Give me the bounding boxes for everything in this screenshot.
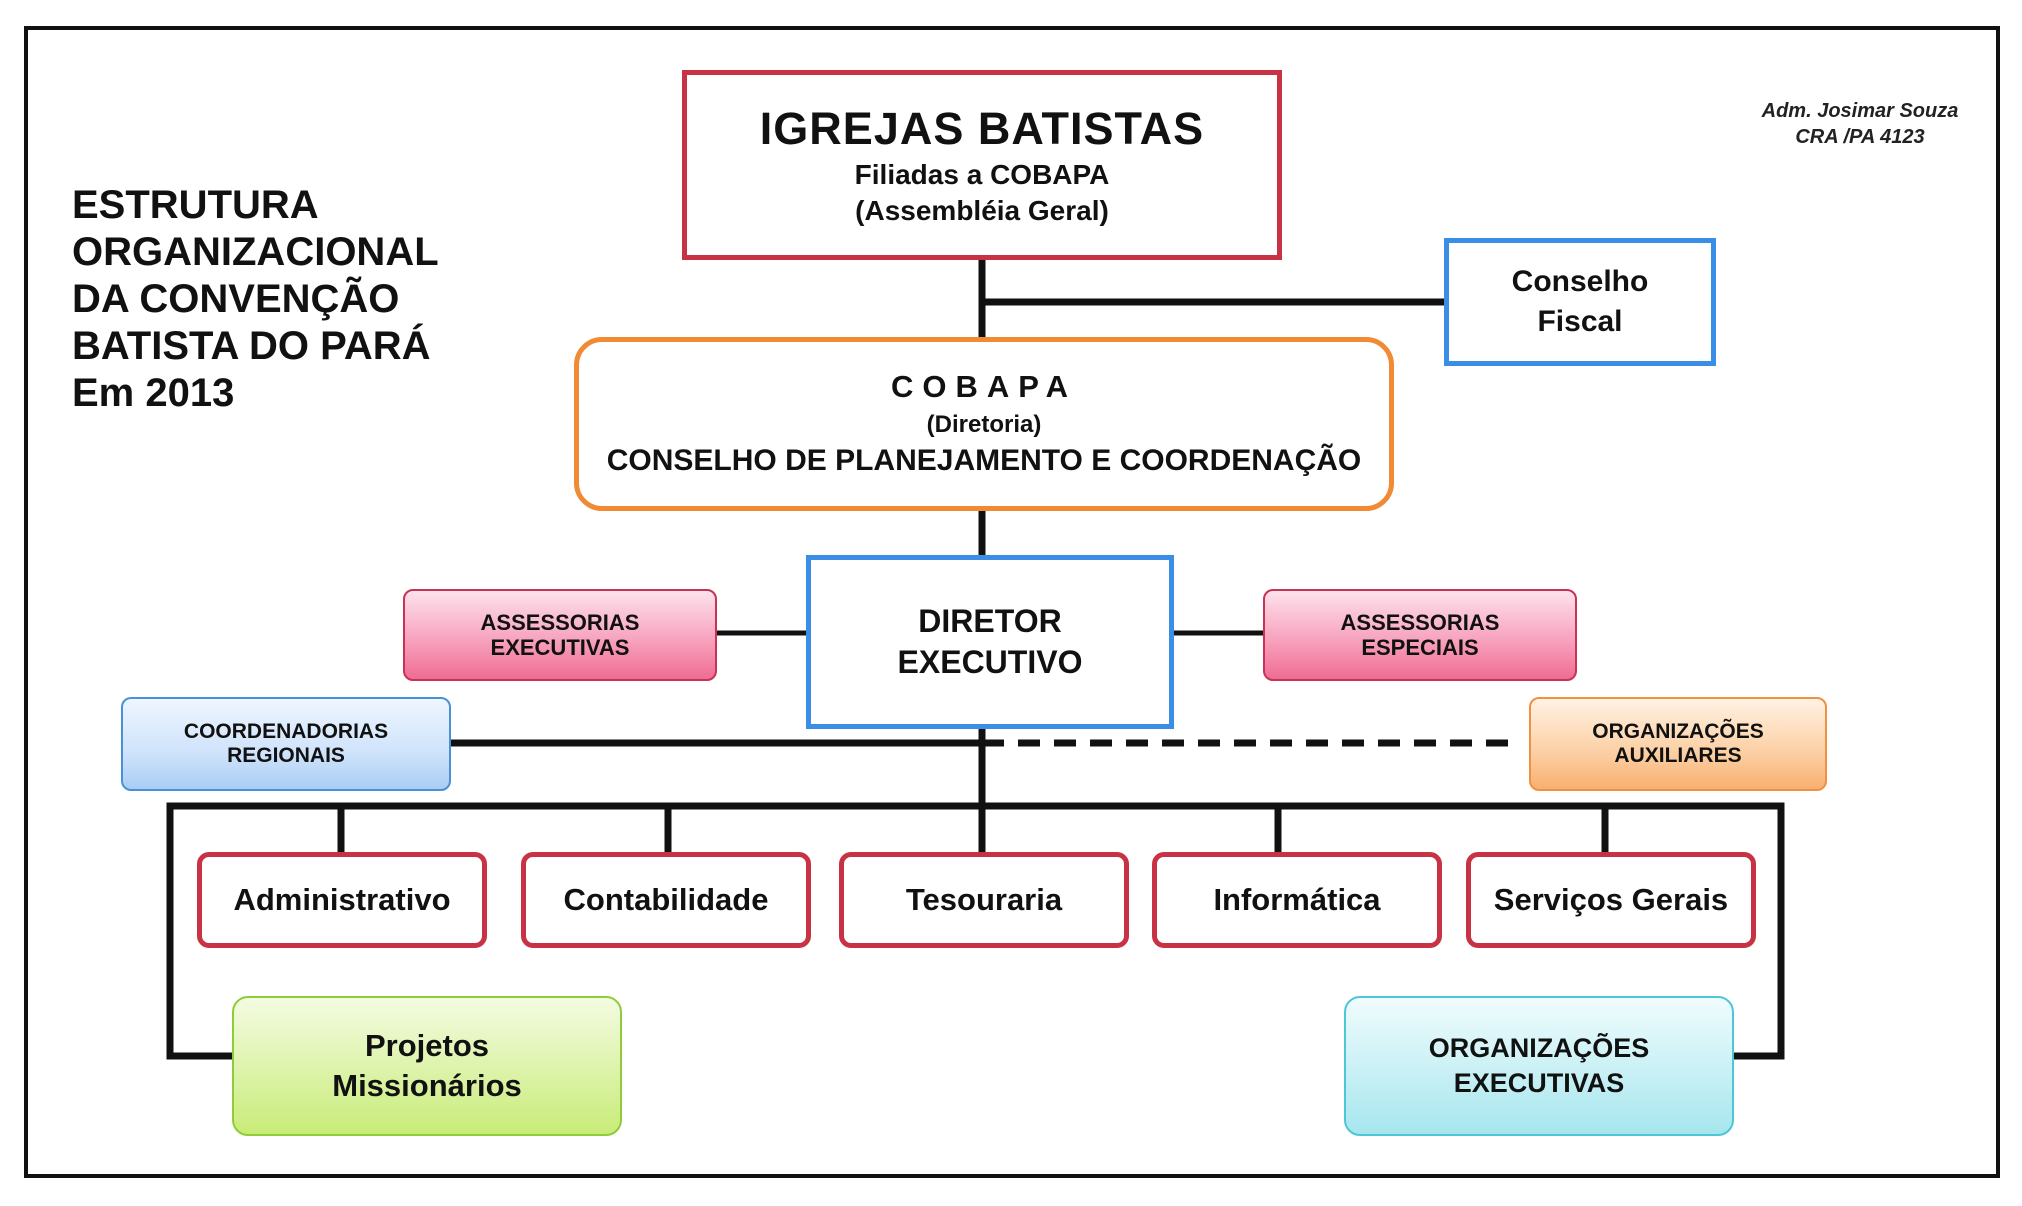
- node-label: REGIONAIS: [227, 744, 345, 767]
- node-label: ORGANIZAÇÕES: [1592, 719, 1764, 743]
- outer-frame: [24, 26, 2000, 1178]
- node-label: ORGANIZAÇÕES: [1428, 1032, 1650, 1063]
- node-cobapa: COBAPA (Diretoria) CONSELHO DE PLANEJAME…: [574, 337, 1394, 511]
- node-organizacoes-executivas: ORGANIZAÇÕES EXECUTIVAS: [1344, 996, 1734, 1136]
- node-projetos-missionarios: Projetos Missionários: [232, 996, 622, 1136]
- node-label: Administrativo: [233, 882, 451, 918]
- node-title: COBAPA: [890, 369, 1078, 405]
- node-label: EXECUTIVAS: [1453, 1068, 1625, 1098]
- node-label: ASSESSORIAS: [1340, 609, 1500, 635]
- node-conselho-fiscal: Conselho Fiscal: [1444, 238, 1716, 366]
- node-label: Missionários: [332, 1068, 522, 1103]
- title-line: ORGANIZACIONAL: [72, 230, 439, 274]
- node-assessorias-especiais: ASSESSORIAS ESPECIAIS: [1263, 589, 1577, 681]
- title-line: DA CONVENÇÃO: [72, 277, 400, 321]
- node-subtitle: CONSELHO DE PLANEJAMENTO E COORDENAÇÃO: [606, 444, 1362, 478]
- node-label: ASSESSORIAS: [480, 609, 640, 635]
- node-label: Serviços Gerais: [1493, 882, 1729, 918]
- node-label: EXECUTIVO: [897, 644, 1083, 680]
- node-tesouraria: Tesouraria: [839, 852, 1129, 948]
- title-line: Em 2013: [72, 371, 235, 415]
- node-administrativo: Administrativo: [197, 852, 487, 948]
- node-organizacoes-auxiliares: ORGANIZAÇÕES AUXILIARES: [1529, 697, 1827, 791]
- node-title: IGREJAS BATISTAS: [759, 102, 1205, 154]
- title-line: ESTRUTURA: [72, 183, 319, 227]
- node-label: Projetos: [364, 1028, 490, 1064]
- node-informatica: Informática: [1152, 852, 1442, 948]
- node-igrejas-batistas: IGREJAS BATISTAS Filiadas a COBAPA (Asse…: [682, 70, 1282, 260]
- node-label: COORDENADORIAS: [183, 719, 389, 743]
- node-label: EXECUTIVAS: [490, 635, 630, 660]
- node-label: DIRETOR: [918, 603, 1062, 640]
- author-name: Adm. Josimar Souza: [1761, 100, 1959, 122]
- node-label: AUXILIARES: [1614, 744, 1742, 767]
- node-label: Fiscal: [1537, 305, 1623, 338]
- node-diretor-executivo: DIRETOR EXECUTIVO: [806, 555, 1174, 729]
- node-coordenadorias-regionais: COORDENADORIAS REGIONAIS: [121, 697, 451, 791]
- node-servicos-gerais: Serviços Gerais: [1466, 852, 1756, 948]
- title-line: BATISTA DO PARÁ: [72, 324, 431, 368]
- node-subtitle: (Assembléia Geral): [855, 194, 1109, 226]
- node-assessorias-executivas: ASSESSORIAS EXECUTIVAS: [403, 589, 717, 681]
- line-to-org-executivas: [1730, 802, 1785, 1060]
- node-contabilidade: Contabilidade: [521, 852, 811, 948]
- line-to-projetos: [166, 802, 236, 1060]
- author-registration: CRA /PA 4123: [1795, 126, 1925, 148]
- node-label: Contabilidade: [563, 882, 769, 918]
- node-label: Conselho: [1511, 264, 1649, 298]
- chart-title: ESTRUTURA ORGANIZACIONAL DA CONVENÇÃO BA…: [72, 182, 439, 417]
- node-label: ESPECIAIS: [1361, 635, 1479, 660]
- node-subtitle: Filiadas a COBAPA: [854, 158, 1110, 190]
- node-label: Informática: [1213, 882, 1381, 918]
- author-credit: Adm. Josimar Souza CRA /PA 4123: [1720, 98, 2000, 150]
- node-subtitle: (Diretoria): [926, 410, 1042, 438]
- node-label: Tesouraria: [905, 882, 1063, 918]
